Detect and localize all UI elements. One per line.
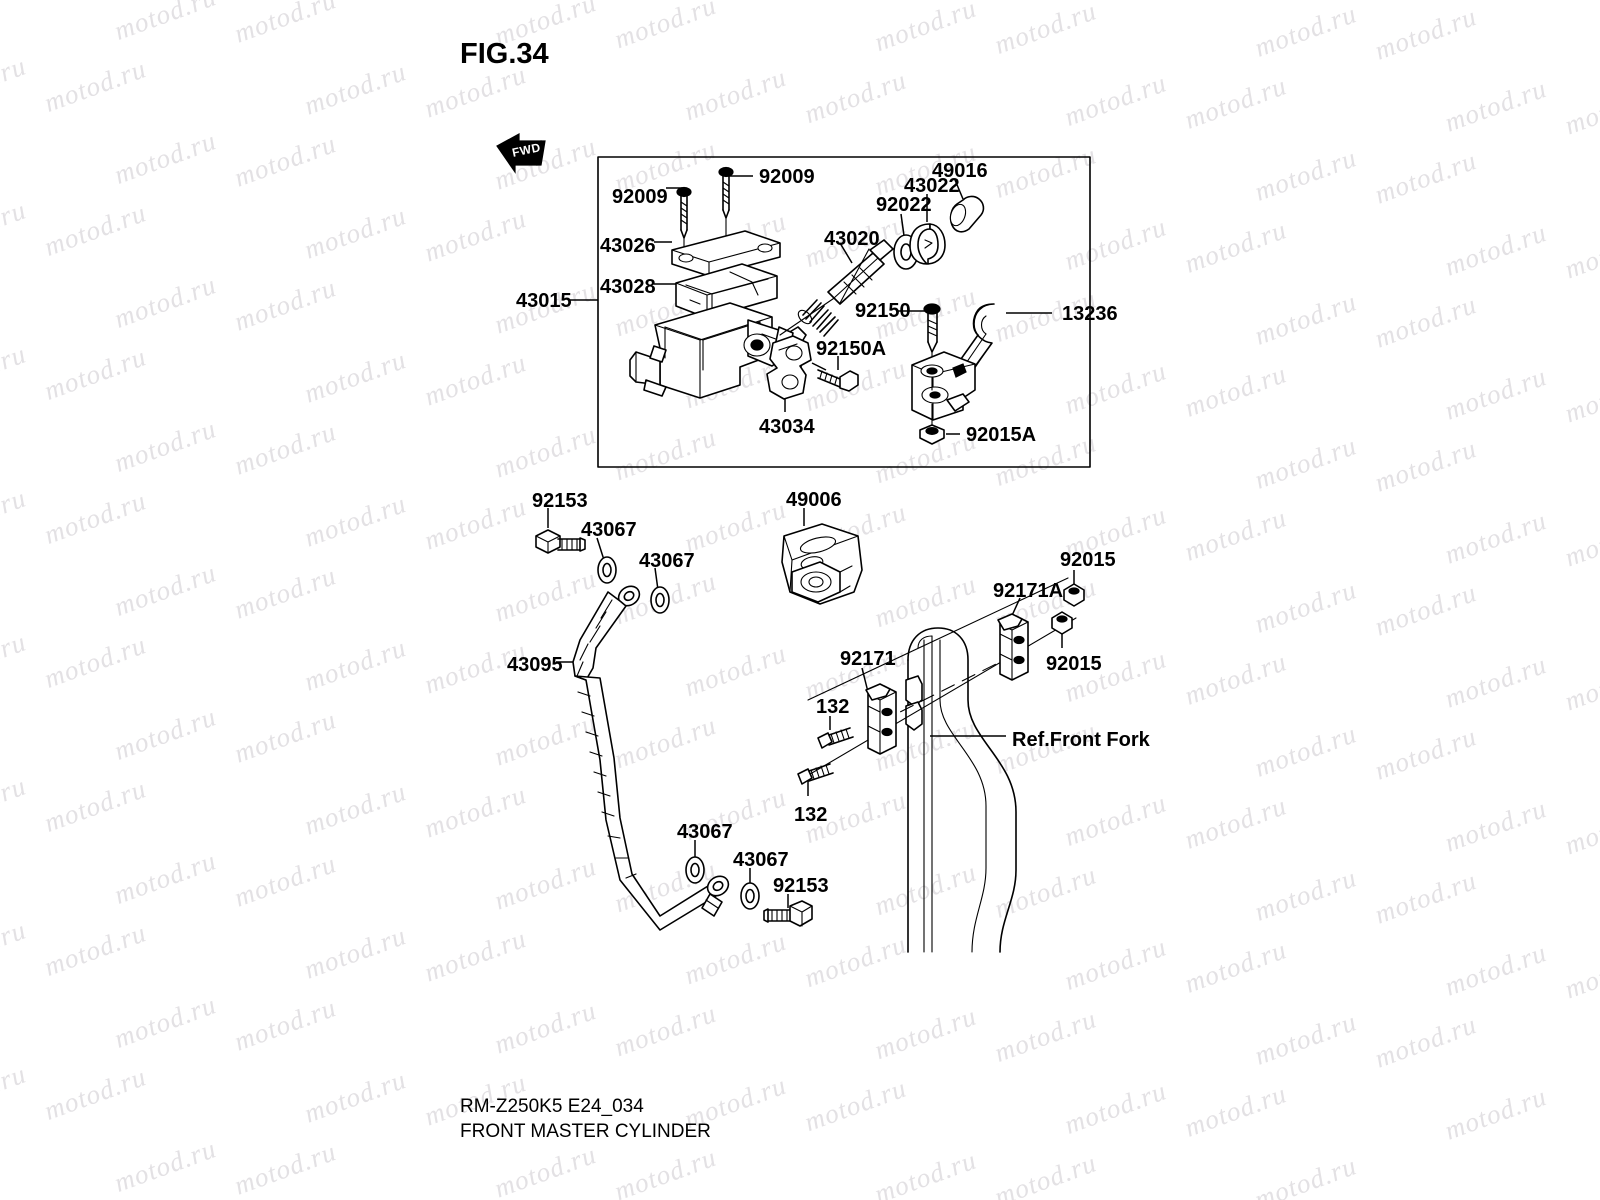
callout-13236[interactable]: 13236 bbox=[1062, 303, 1118, 325]
callout-92009-b[interactable]: 92009 bbox=[759, 166, 815, 188]
part-92015A-nut bbox=[919, 403, 960, 445]
callout-43022[interactable]: 43022 bbox=[904, 175, 960, 197]
callout-43015[interactable]: 43015 bbox=[516, 290, 572, 312]
callout-92171[interactable]: 92171 bbox=[840, 648, 896, 670]
callout-43067-b[interactable]: 43067 bbox=[639, 550, 695, 572]
part-43095-brake-hose bbox=[556, 585, 730, 931]
callout-49016[interactable]: 49016 bbox=[932, 160, 988, 182]
part-43067-washer-b bbox=[650, 567, 670, 614]
part-49006-hose-joint-cover bbox=[781, 508, 863, 605]
callout-92150A[interactable]: 92150A bbox=[816, 338, 887, 360]
part-43020-piston-spring bbox=[779, 239, 894, 337]
part-92009-left bbox=[666, 186, 692, 263]
part-92150A-bolt bbox=[811, 356, 859, 392]
part-43067-washer-a bbox=[596, 537, 617, 584]
callout-92015A[interactable]: 92015A bbox=[966, 424, 1037, 446]
part-92153-lower-banjo-bolt bbox=[763, 894, 813, 927]
part-92015-nut-b bbox=[1051, 611, 1073, 648]
callout-49006[interactable]: 49006 bbox=[786, 489, 842, 511]
callout-92171A[interactable]: 92171A bbox=[993, 580, 1064, 602]
callout-132-b[interactable]: 132 bbox=[794, 804, 828, 826]
callout-43034[interactable]: 43034 bbox=[759, 416, 815, 438]
callout-92015-b[interactable]: 92015 bbox=[1046, 653, 1102, 675]
footer-assembly-name: FRONT MASTER CYLINDER bbox=[460, 1121, 711, 1142]
footer-model-code: RM-Z250K5 E24_034 bbox=[460, 1096, 644, 1117]
callout-92015-a[interactable]: 92015 bbox=[1060, 549, 1116, 571]
callout-92022[interactable]: 92022 bbox=[876, 194, 932, 216]
callout-132-a[interactable]: 132 bbox=[816, 696, 850, 718]
part-lever-perch bbox=[911, 351, 976, 421]
callout-43067-d[interactable]: 43067 bbox=[733, 849, 789, 871]
callout-43026[interactable]: 43026 bbox=[600, 235, 656, 257]
part-92171A-clamp bbox=[997, 597, 1029, 681]
part-43067-washer-d bbox=[740, 868, 760, 910]
fwd-arrow-icon bbox=[496, 132, 546, 174]
part-132-bolt-a bbox=[817, 716, 854, 749]
part-92171-clamp bbox=[861, 667, 897, 755]
ref-front-fork bbox=[905, 627, 1017, 953]
part-132-bolt-b bbox=[797, 763, 834, 796]
callout-ref-front-fork: Ref.Front Fork bbox=[1012, 729, 1150, 751]
callout-43067-c[interactable]: 43067 bbox=[677, 821, 733, 843]
page-title: FIG.34 bbox=[460, 38, 549, 70]
assembly-group-box bbox=[597, 156, 1091, 468]
callout-92150[interactable]: 92150 bbox=[855, 300, 911, 322]
part-92153-upper-banjo-bolt bbox=[535, 508, 586, 554]
footer: RM-Z250K5 E24_034 FRONT MASTER CYLINDER bbox=[460, 1094, 711, 1144]
part-43034-lever-holder bbox=[766, 335, 812, 412]
part-92015-nut-a bbox=[1063, 570, 1085, 607]
callout-43095[interactable]: 43095 bbox=[507, 654, 563, 676]
part-43026-reservoir-cap bbox=[654, 230, 781, 277]
callout-43020[interactable]: 43020 bbox=[824, 228, 880, 250]
part-43028-diaphragm bbox=[654, 263, 778, 319]
part-49016-dust-boot bbox=[949, 179, 985, 233]
callout-92153-lower[interactable]: 92153 bbox=[773, 875, 829, 897]
part-43067-washer-c bbox=[685, 840, 705, 884]
part-43022-snap-ring bbox=[909, 194, 946, 265]
callout-43067-a[interactable]: 43067 bbox=[581, 519, 637, 541]
callout-92009-a[interactable]: 92009 bbox=[612, 186, 668, 208]
callout-92153-upper[interactable]: 92153 bbox=[532, 490, 588, 512]
callout-43028[interactable]: 43028 bbox=[600, 276, 656, 298]
